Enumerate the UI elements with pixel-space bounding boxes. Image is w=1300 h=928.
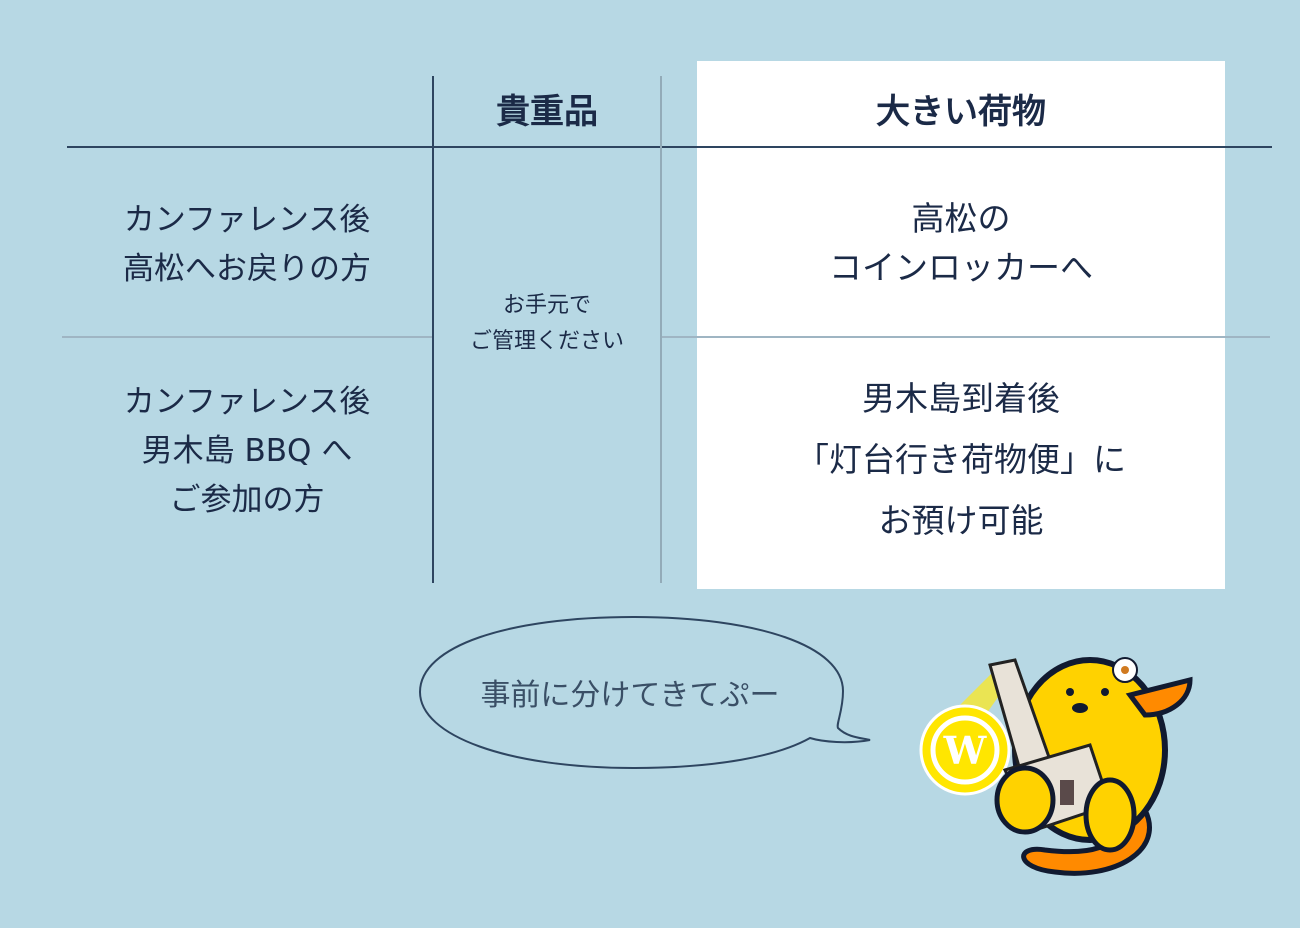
highlight-column — [697, 61, 1225, 589]
header-divider — [67, 146, 1272, 148]
column-divider — [660, 76, 662, 583]
valuables-cell: お手元で ご管理ください — [434, 288, 660, 360]
label-line: カンファレンス後 — [123, 202, 371, 238]
big-luggage-takamatsu: 高松の コインロッカーへ — [697, 194, 1225, 292]
luggage-line: 高松の — [911, 199, 1011, 238]
luggage-line: コインロッカーへ — [829, 248, 1093, 287]
luggage-line: 「灯台行き荷物便」に — [796, 440, 1126, 479]
header-valuables: 貴重品 — [496, 92, 598, 132]
speech-bubble-text: 事前に分けてきてぷー — [480, 678, 780, 713]
label-line: カンファレンス後 — [123, 384, 371, 420]
label-line: 高松へお戻りの方 — [123, 251, 371, 287]
header-big-luggage: 大きい荷物 — [876, 92, 1046, 132]
row-label-takamatsu: カンファレンス後 高松へお戻りの方 — [62, 196, 432, 294]
wapuu-mascot-illustration: W — [919, 657, 1193, 876]
row-divider — [62, 336, 432, 338]
row-divider — [662, 336, 1270, 338]
svg-text:W: W — [943, 728, 988, 773]
label-line: ご参加の方 — [169, 482, 325, 518]
luggage-line: お預け可能 — [878, 501, 1044, 540]
label-line: 男木島 BBQ へ — [141, 433, 353, 469]
speech-bubble — [418, 616, 871, 770]
big-luggage-ogijima: 男木島到着後 「灯台行き荷物便」に お預け可能 — [697, 368, 1225, 551]
column-divider — [432, 76, 434, 583]
luggage-line: 男木島到着後 — [862, 379, 1060, 418]
row-label-ogijima: カンファレンス後 男木島 BBQ へ ご参加の方 — [62, 378, 432, 525]
valuables-line: お手元で — [502, 293, 591, 318]
valuables-line: ご管理ください — [469, 329, 624, 354]
